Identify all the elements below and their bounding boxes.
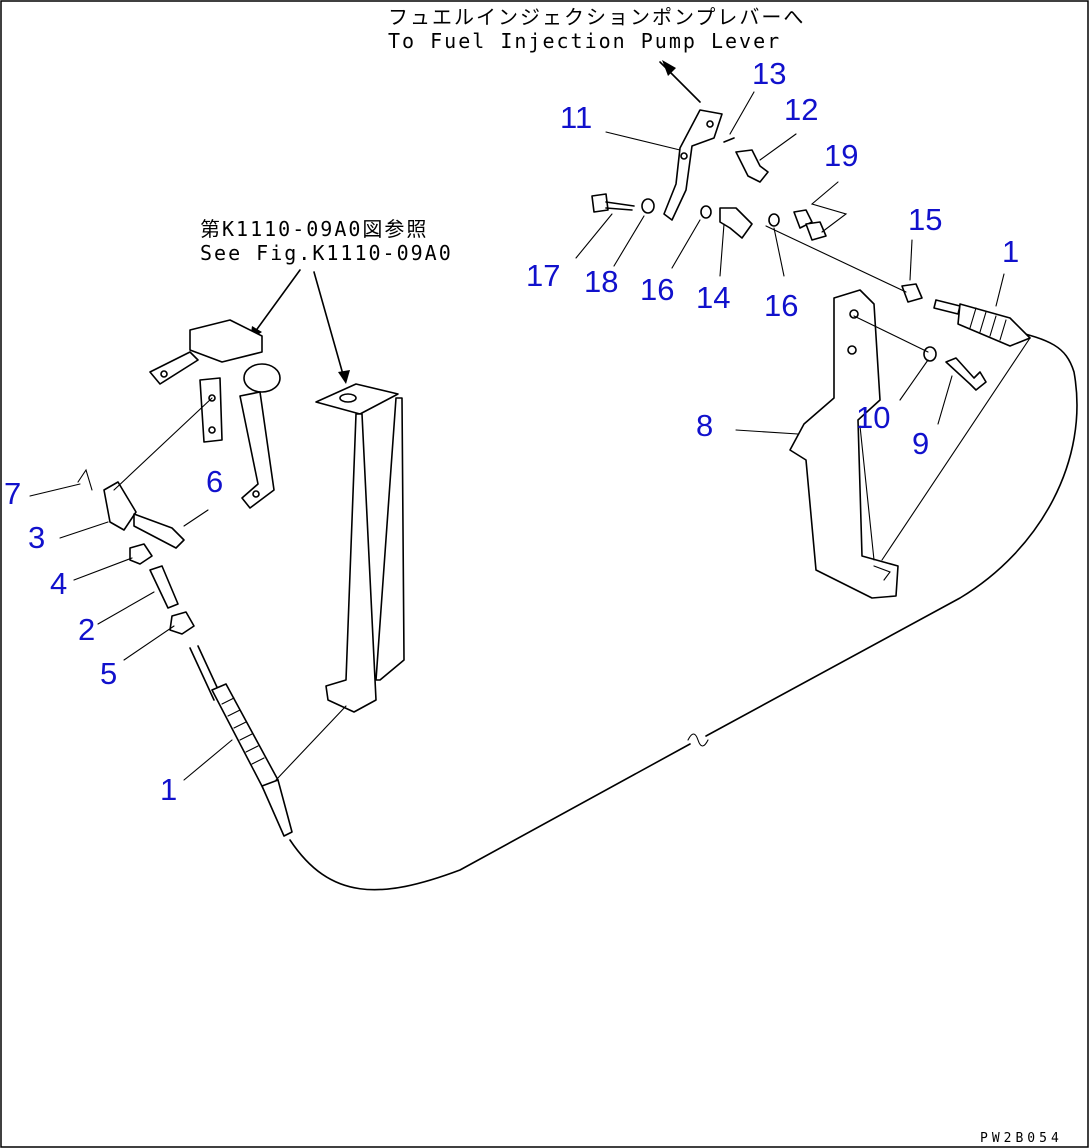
callout-9: 9 bbox=[912, 426, 929, 461]
mounting-bracket bbox=[789, 289, 899, 599]
cable-bracket bbox=[315, 383, 405, 713]
callout-13: 13 bbox=[752, 56, 786, 91]
pedal-bracket bbox=[149, 319, 281, 509]
callout-1-right: 1 bbox=[1002, 234, 1019, 269]
note-pump-lever-en: To Fuel Injection Pump Lever bbox=[388, 29, 781, 53]
callout-18: 18 bbox=[584, 264, 618, 299]
callout-19: 19 bbox=[824, 138, 858, 173]
callout-14: 14 bbox=[696, 280, 730, 315]
leader-lines bbox=[29, 91, 1031, 781]
callout-6: 6 bbox=[206, 464, 223, 499]
callout-16a: 16 bbox=[640, 272, 674, 307]
cable-end-left bbox=[189, 645, 293, 837]
throttle-cable bbox=[289, 329, 1078, 891]
callout-1-left: 1 bbox=[160, 772, 177, 807]
part-callouts: 1 1 2 3 4 5 6 7 8 9 10 11 12 13 14 15 16… bbox=[4, 56, 1019, 807]
callout-16b: 16 bbox=[764, 288, 798, 323]
pump-lever-arrow bbox=[659, 60, 701, 103]
note-see-fig-jp: 第K1110-09A0図参照 bbox=[200, 217, 428, 241]
pump-lever-bracket bbox=[663, 109, 723, 221]
callout-10: 10 bbox=[856, 400, 890, 435]
callout-4: 4 bbox=[50, 566, 67, 601]
drawing-code: PW2B054 bbox=[980, 1131, 1063, 1146]
callout-11: 11 bbox=[560, 100, 592, 135]
callout-3: 3 bbox=[28, 520, 45, 555]
callout-15: 15 bbox=[908, 202, 942, 237]
callout-5: 5 bbox=[100, 656, 117, 691]
note-pump-lever-jp: フュエルインジェクションポンプレバーへ bbox=[388, 5, 805, 29]
callout-7: 7 bbox=[4, 476, 21, 511]
cable-end-right bbox=[933, 299, 1031, 347]
callout-2: 2 bbox=[78, 612, 95, 647]
callout-12: 12 bbox=[784, 92, 818, 127]
hardware-parts bbox=[77, 137, 987, 635]
note-see-fig-en: See Fig.K1110-09A0 bbox=[200, 241, 453, 265]
callout-8: 8 bbox=[696, 408, 713, 443]
callout-17: 17 bbox=[526, 258, 560, 293]
